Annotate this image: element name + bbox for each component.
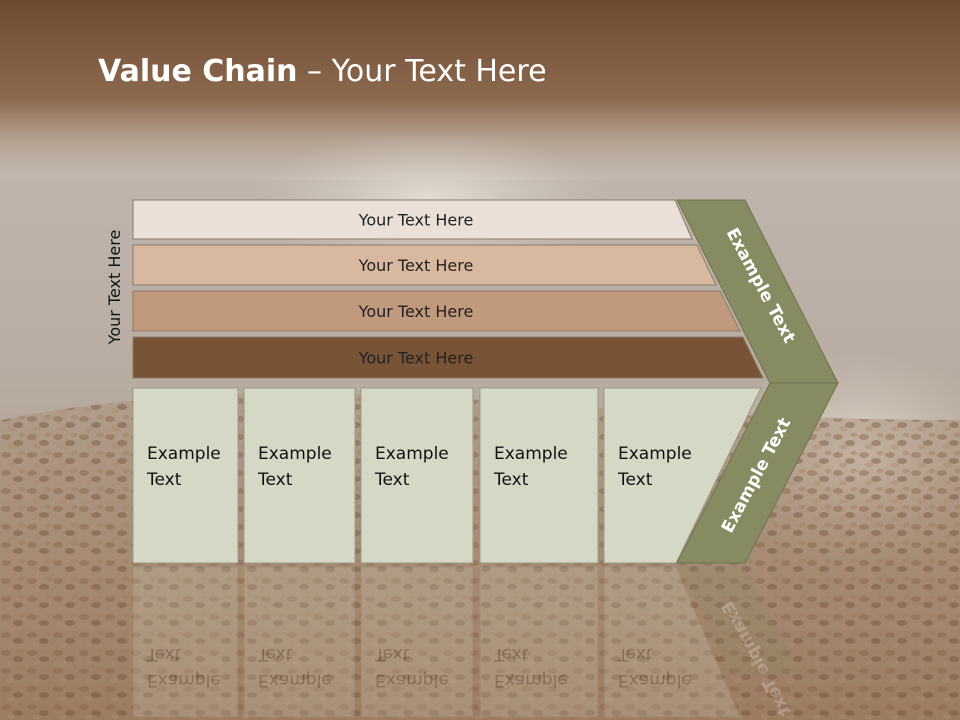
- chevron-lower-arm: [676, 382, 839, 564]
- box-5-label-line1: Example: [618, 444, 692, 464]
- box-4-reflection-text: Example Text: [493, 644, 568, 690]
- band-2-label: Your Text Here: [358, 256, 474, 275]
- box-5-reflection: [603, 566, 741, 718]
- box-4-label-line2: Text: [493, 470, 529, 490]
- band-1: [132, 199, 693, 240]
- band-2: [132, 244, 717, 286]
- box-5-reflection-line1: Example: [618, 670, 692, 690]
- box-1-reflection: [132, 566, 239, 718]
- box-4-reflection-line1: Example: [494, 670, 568, 690]
- box-4-reflection: [479, 566, 599, 718]
- box-4: [479, 387, 599, 564]
- box-1-reflection-line2: Text: [146, 644, 182, 664]
- box-1: [132, 387, 239, 564]
- box-2-label-line2: Text: [257, 470, 293, 490]
- page-title: Value Chain – Your Text Here: [98, 54, 547, 94]
- box-2-reflection-text: Example Text: [257, 644, 332, 690]
- band-3: [132, 290, 741, 332]
- box-5-reflection-line2: Text: [617, 644, 653, 664]
- box-3-reflection-line2: Text: [374, 644, 410, 664]
- band-3-label: Your Text Here: [358, 302, 474, 321]
- box-3: [360, 387, 474, 564]
- box-3-reflection-text: Example Text: [374, 644, 449, 690]
- box-3-reflection: [360, 566, 474, 718]
- box-1-reflection-line1: Example: [147, 670, 221, 690]
- box-3-label-line1: Example: [375, 444, 449, 464]
- band-1-label: Your Text Here: [358, 211, 474, 230]
- box-4-reflection-line2: Text: [493, 644, 529, 664]
- title-rest: – Your Text Here: [297, 54, 547, 89]
- reflection: ExampleTextExampleTextExampleTextExample…: [132, 566, 800, 719]
- box-2-reflection-line2: Text: [257, 644, 293, 664]
- box-2-reflection-line1: Example: [258, 670, 332, 690]
- box-2-label-line1: Example: [258, 444, 332, 464]
- box-4-label-line1: Example: [494, 444, 568, 464]
- title-bold: Value Chain: [98, 54, 298, 89]
- box-3-reflection-line1: Example: [375, 670, 449, 690]
- box-2: [243, 387, 356, 564]
- box-1-reflection-text: Example Text: [146, 644, 221, 690]
- band-4-label: Your Text Here: [358, 349, 474, 368]
- box-3-label-line2: Text: [374, 470, 410, 490]
- band-4: [132, 336, 764, 379]
- box-5: [603, 387, 762, 564]
- box-1-label-line2: Text: [146, 470, 182, 490]
- box-5-reflection-text: Example Text: [617, 644, 692, 690]
- box-2-reflection: [243, 566, 356, 718]
- box-1-label-line1: Example: [147, 444, 221, 464]
- box-5-label-line2: Text: [617, 470, 653, 490]
- chevron-reflection: [677, 567, 800, 673]
